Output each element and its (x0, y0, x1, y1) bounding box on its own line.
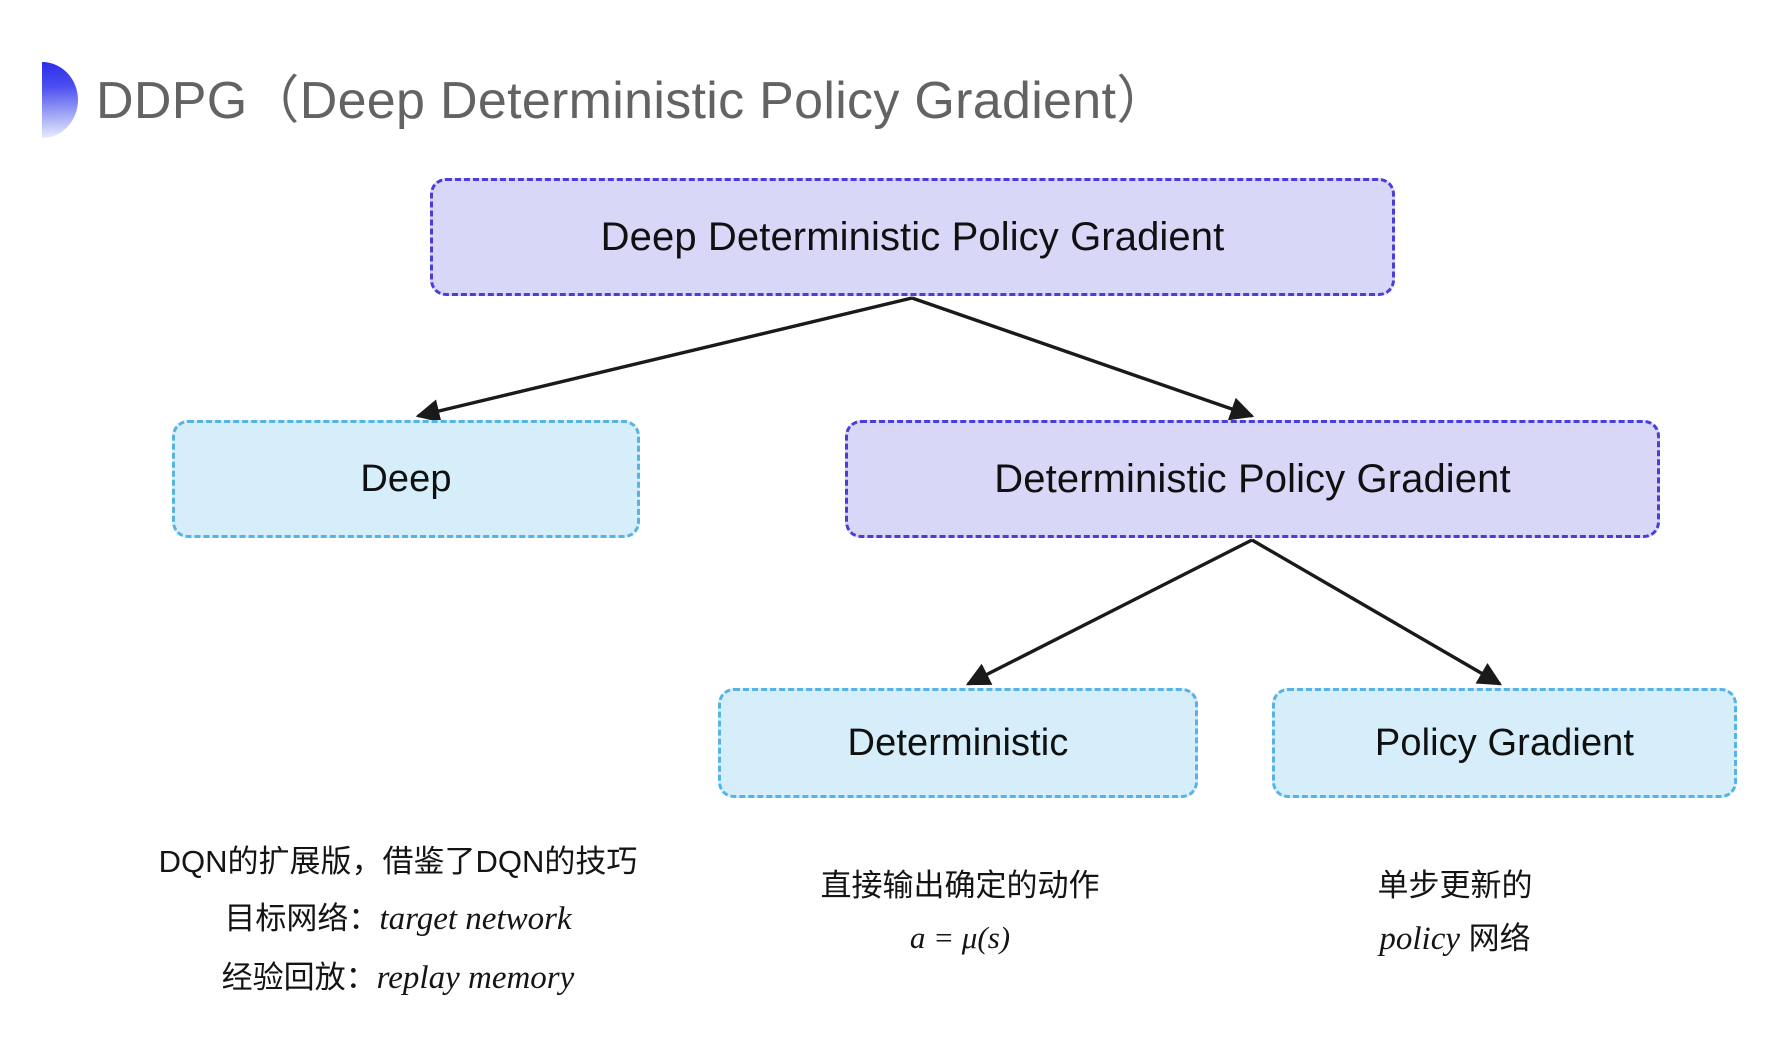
edge-dpg-to-deterministic (965, 538, 1253, 686)
edge-dpg-to-policy-gradient (1251, 538, 1503, 686)
slide-header: DDPG（Deep Deterministic Policy Gradient） (0, 58, 1778, 154)
annotation-line: 单步更新的 (1377, 868, 1533, 903)
edge-root-to-deep (415, 296, 913, 423)
annotation-formula: a = μ(s) (909, 920, 1011, 956)
slide-bottom-strip (0, 1044, 1778, 1056)
node-deterministic[interactable]: Deterministic (718, 688, 1198, 798)
annotation-label: 网络 (1460, 921, 1531, 957)
annotation-line: 经验回放：replay memory (118, 953, 678, 1004)
node-label: Deterministic Policy Gradient (994, 456, 1511, 501)
annotation-term: target network (379, 901, 572, 938)
node-policy-gradient[interactable]: Policy Gradient (1272, 688, 1737, 798)
annotation-term: policy (1379, 921, 1460, 958)
node-deep[interactable]: Deep (172, 420, 640, 538)
annotation-line: 目标网络：target network (118, 894, 678, 945)
node-label: Deterministic (847, 721, 1069, 764)
node-root[interactable]: Deep Deterministic Policy Gradient (430, 178, 1395, 296)
annotation-deterministic: 直接输出确定的动作 a = μ(s) (760, 862, 1160, 962)
node-label: Deep Deterministic Policy Gradient (600, 214, 1225, 259)
annotation-line: DQN的扩展版，借鉴了DQN的技巧 (158, 844, 638, 879)
node-label: Deep (360, 457, 452, 500)
page-title: DDPG（Deep Deterministic Policy Gradient） (96, 72, 1169, 130)
annotation-label: 目标网络： (224, 901, 380, 937)
annotation-line: policy 网络 (1290, 914, 1620, 965)
annotation-term: replay memory (376, 960, 575, 997)
annotation-policy-gradient: 单步更新的 policy 网络 (1290, 862, 1620, 965)
node-label: Policy Gradient (1374, 721, 1635, 764)
annotation-label: 经验回放： (221, 960, 377, 996)
node-deterministic-policy-gradient[interactable]: Deterministic Policy Gradient (845, 420, 1660, 538)
annotation-deep: DQN的扩展版，借鉴了DQN的技巧 目标网络：target network 经验… (118, 838, 678, 1004)
title-bullet-icon (42, 62, 78, 138)
annotation-line: 直接输出确定的动作 (820, 868, 1100, 903)
edge-root-to-dpg (911, 296, 1255, 421)
